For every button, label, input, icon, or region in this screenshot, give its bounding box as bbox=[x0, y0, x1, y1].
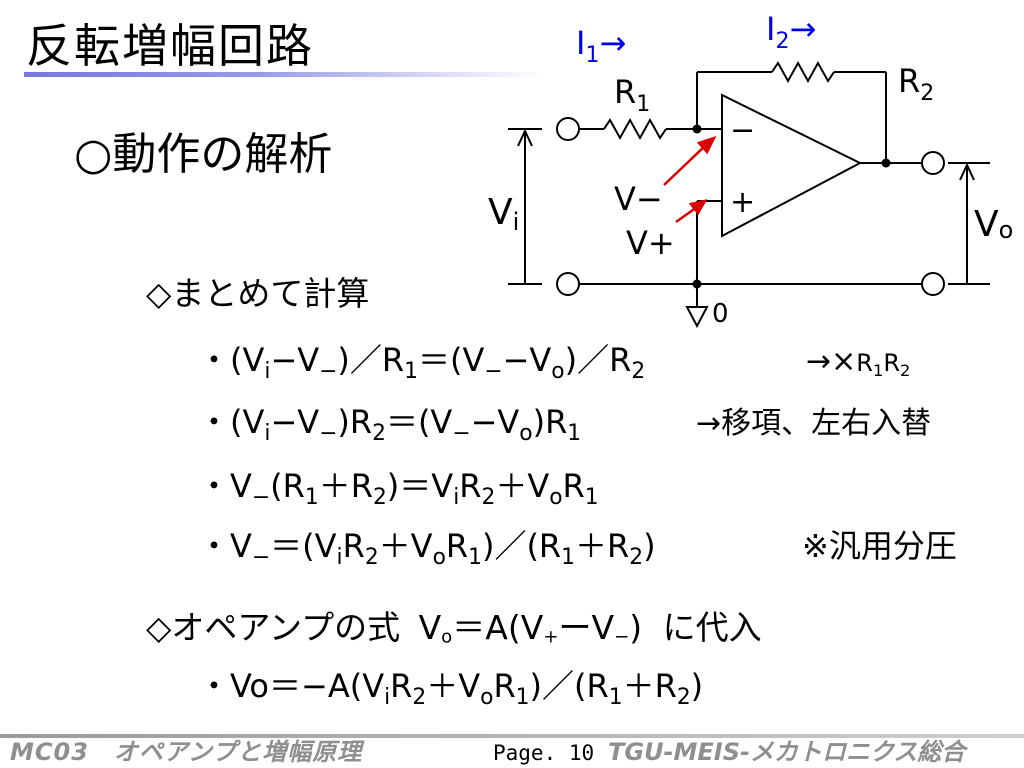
footer-page-number: Page. 10 bbox=[493, 741, 595, 765]
equation-1: ・(Vi−V−)／R1＝(V−−Vo)／R2 bbox=[198, 341, 646, 384]
vminus-label: V− bbox=[614, 180, 663, 218]
equation-3: ・V−(R1＋R2)＝ViR2＋VoR1 bbox=[198, 467, 599, 510]
ground-icon bbox=[685, 306, 709, 329]
equation-4: ・V−＝(ViR2＋VoR1)／(R1＋R2) bbox=[198, 527, 656, 570]
ground-label: 0 bbox=[712, 299, 729, 329]
inverting-amplifier-circuit: − + I1→ I2→ R1 R2 Vi Vo V− V+ 0 bbox=[488, 10, 1013, 329]
resistor-r2 bbox=[771, 60, 835, 84]
inverting-sign: − bbox=[730, 113, 755, 148]
footer-divider bbox=[0, 734, 1024, 738]
footer-organization: TGU-MEIS-メカトロニクス総合 bbox=[608, 738, 966, 766]
vplus-label: V+ bbox=[626, 224, 675, 262]
output-terminal-top bbox=[921, 151, 945, 175]
subsection-opamp-formula: ◇オペアンプの式 Vo＝A(V+ーV−) に代入 bbox=[146, 608, 762, 648]
vo-label: Vo bbox=[974, 204, 1013, 245]
slide-title: 反転増幅回路 bbox=[26, 19, 314, 73]
title-underline bbox=[24, 72, 544, 77]
opamp-symbol bbox=[721, 93, 863, 238]
footer-course-title: MC03 オペアンプと増幅原理 bbox=[10, 738, 363, 766]
equation-2: ・(Vi−V−)R2＝(V−−Vo)R1 bbox=[198, 403, 582, 446]
equation-5: ・Vo＝−A(ViR2＋VoR1)／(R1＋R2) bbox=[198, 667, 704, 710]
current-i2-label: I2→ bbox=[766, 10, 816, 54]
subsection-combined-calc: ◇まとめて計算 bbox=[146, 274, 370, 313]
current-i1-label: I1→ bbox=[576, 24, 626, 68]
junction-dot bbox=[692, 124, 702, 134]
equation-1-hint: →×R1R2 bbox=[806, 344, 911, 381]
vi-label: Vi bbox=[488, 192, 519, 236]
input-terminal-top bbox=[556, 117, 580, 141]
vplus-pointer-arrow bbox=[675, 205, 698, 224]
junction-dot bbox=[692, 279, 702, 289]
r2-label: R2 bbox=[898, 62, 934, 106]
r1-label: R1 bbox=[614, 73, 650, 117]
junction-dot bbox=[881, 158, 891, 168]
section-heading: ○動作の解析 bbox=[74, 129, 333, 180]
noninverting-sign: + bbox=[730, 185, 755, 220]
input-terminal-bottom bbox=[556, 272, 580, 296]
vminus-pointer-arrow bbox=[663, 144, 707, 186]
resistor-r1 bbox=[603, 117, 667, 141]
equation-2-hint: →移項、左右入替 bbox=[696, 406, 932, 441]
equation-4-note: ※汎用分圧 bbox=[802, 527, 957, 565]
output-terminal-bottom bbox=[921, 272, 945, 296]
